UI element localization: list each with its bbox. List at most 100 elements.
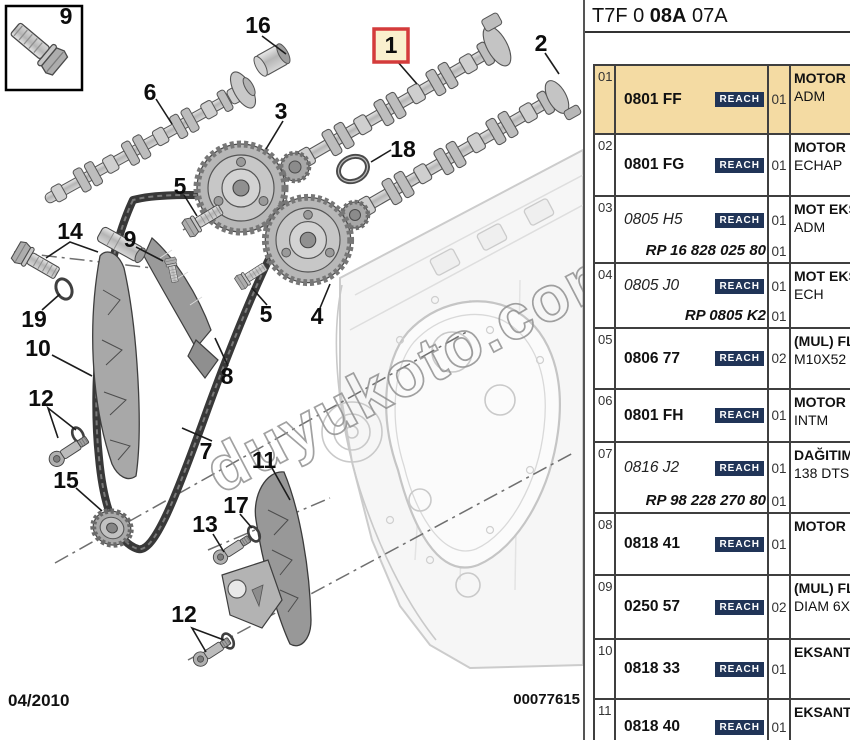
desc-cell: (MUL) FLA M10X52: [791, 329, 850, 388]
replacement-code: RP 16 828 025 80: [645, 242, 766, 259]
revision-date: 04/2010: [8, 691, 69, 710]
table-row[interactable]: 01 0801 FF REACH 01 MOTOR E ADM: [595, 66, 850, 135]
table-row[interactable]: 06 0801 FH REACH 01 MOTOR E INTM: [595, 390, 850, 443]
desc-cell: (MUL) FLA DIAM 6X1: [791, 576, 850, 638]
replacement-code: RP 0805 K2: [684, 307, 766, 324]
part-cell: 0250 57 REACH: [616, 576, 769, 638]
crank-sprocket-15: [90, 508, 134, 548]
desc-cell: MOTOR E INTM: [791, 390, 850, 441]
chain-guide-lower: [221, 471, 312, 647]
qty-value: 01: [771, 92, 787, 107]
reach-badge[interactable]: REACH: [715, 351, 764, 366]
tappet-16: [253, 43, 291, 77]
part-code: 0250 57: [624, 598, 681, 615]
desc-cell: MOTOR E: [791, 514, 850, 574]
reach-badge[interactable]: REACH: [715, 719, 764, 735]
desc-line-2: DIAM 6X1: [794, 598, 850, 614]
title-prefix: T7F 0: [592, 5, 650, 27]
part-code: 0818 33: [624, 660, 681, 677]
desc-cell: EKSANTR: [791, 700, 850, 740]
callout-5: 5: [174, 173, 187, 199]
part-cell: 0805 J0 REACH RP 0805 K2: [616, 264, 769, 327]
table-row[interactable]: 05 0806 77 REACH 02 (MUL) FLA M10X52: [595, 329, 850, 390]
table-row[interactable]: 09 0250 57 REACH 02 (MUL) FLA DIAM 6X1: [595, 576, 850, 640]
reach-badge[interactable]: REACH: [715, 599, 764, 615]
row-number: 10: [595, 640, 616, 698]
qty-value: 01: [771, 213, 787, 229]
table-row[interactable]: 11 0818 40 REACH 01 EKSANTR: [595, 700, 850, 740]
callout-9-inset: 9: [60, 3, 73, 29]
desc-cell: EKSANTR: [791, 640, 850, 698]
reach-badge[interactable]: REACH: [715, 460, 764, 476]
vvt-sprocket-4: [261, 193, 355, 287]
camshaft-intake-6: [39, 71, 257, 212]
part-cell: 0801 FH REACH: [616, 390, 769, 441]
bolt-12-lower: [190, 633, 234, 670]
reach-badge[interactable]: REACH: [715, 661, 764, 677]
o-ring-19: [54, 277, 74, 301]
part-cell: 0801 FG REACH: [616, 135, 769, 195]
callout-6: 6: [144, 79, 157, 105]
qty-value: 02: [771, 599, 787, 615]
desc-line-1: MOT EKS: [794, 268, 850, 284]
diagram-panel: duyukoto.com: [4, 0, 637, 740]
desc-line-2: ECHAP: [794, 157, 843, 173]
callout-5b: 5: [260, 301, 273, 327]
table-row[interactable]: 02 0801 FG REACH 01 MOTOR E ECHAP: [595, 135, 850, 197]
qty-cell: 01 01: [769, 197, 791, 262]
plug-14: [9, 239, 64, 285]
desc-line-1: EKSANTR: [794, 704, 850, 720]
reach-badge[interactable]: REACH: [715, 92, 764, 107]
callout-17: 17: [223, 492, 249, 518]
row-number: 06: [595, 390, 616, 441]
callout-7: 7: [200, 438, 213, 464]
reach-badge[interactable]: REACH: [715, 536, 764, 552]
desc-line-1: EKSANTR: [794, 644, 850, 660]
selected-callout-1[interactable]: 1: [372, 27, 410, 64]
table-row[interactable]: 08 0818 41 REACH 01 MOTOR E: [595, 514, 850, 576]
table-row[interactable]: 10 0818 33 REACH 01 EKSANTR: [595, 640, 850, 700]
o-ring-18: [336, 153, 370, 185]
part-cell: 0801 FF REACH: [616, 66, 769, 133]
desc-line-1: MOT EKS: [794, 201, 850, 217]
callout-12-lower: 12: [171, 601, 197, 627]
desc-line-2: ECH: [794, 286, 824, 302]
desc-line-1: DAĞITIM: [794, 447, 850, 463]
callout-3: 3: [275, 98, 288, 124]
qty-cell: 01: [769, 390, 791, 441]
table-row[interactable]: 04 0805 J0 REACH RP 0805 K2 01 01 MOT EK…: [595, 264, 850, 329]
reach-badge[interactable]: REACH: [715, 408, 764, 423]
part-code: 0801 FH: [624, 406, 684, 424]
qty-cell: 01: [769, 700, 791, 740]
desc-line-1: MOTOR E: [794, 518, 850, 534]
table-header-spacer: [585, 33, 850, 64]
qty-cell: 02: [769, 576, 791, 638]
chain-guide-upper: [143, 237, 219, 380]
qty-cell: 01: [769, 514, 791, 574]
reach-badge[interactable]: REACH: [715, 212, 764, 228]
tensioner-piston-14: [97, 226, 146, 264]
part-code: 0816 J2: [624, 459, 680, 476]
reach-badge[interactable]: REACH: [715, 278, 764, 294]
qty-cell: 01 01: [769, 264, 791, 327]
qty-value: 01: [771, 461, 787, 477]
title-suffix: 07A: [686, 5, 728, 27]
part-code: 0806 77: [624, 349, 681, 367]
part-code: 0818 41: [624, 535, 681, 552]
callout-12-upper: 12: [28, 385, 54, 411]
table-row[interactable]: 03 0805 H5 REACH RP 16 828 025 80 01 01 …: [595, 197, 850, 264]
desc-line-2: INTM: [794, 412, 829, 428]
callout-10: 10: [25, 335, 51, 361]
reach-badge[interactable]: REACH: [715, 157, 764, 173]
parts-diagram: duyukoto.com: [4, 3, 637, 710]
desc-line-2: M10X52: [794, 351, 847, 367]
desc-line-1: (MUL) FLA: [794, 580, 850, 596]
part-code: 0801 FG: [624, 156, 685, 173]
desc-line-1: MOTOR E: [794, 70, 850, 86]
page-title: T7F 0 08A 07A: [585, 0, 850, 33]
desc-line-1: MOTOR E: [794, 139, 850, 155]
qty-cell: 01: [769, 640, 791, 698]
table-row[interactable]: 07 0816 J2 REACH RP 98 228 270 80 01 01 …: [595, 443, 850, 514]
callout-15: 15: [53, 467, 79, 493]
